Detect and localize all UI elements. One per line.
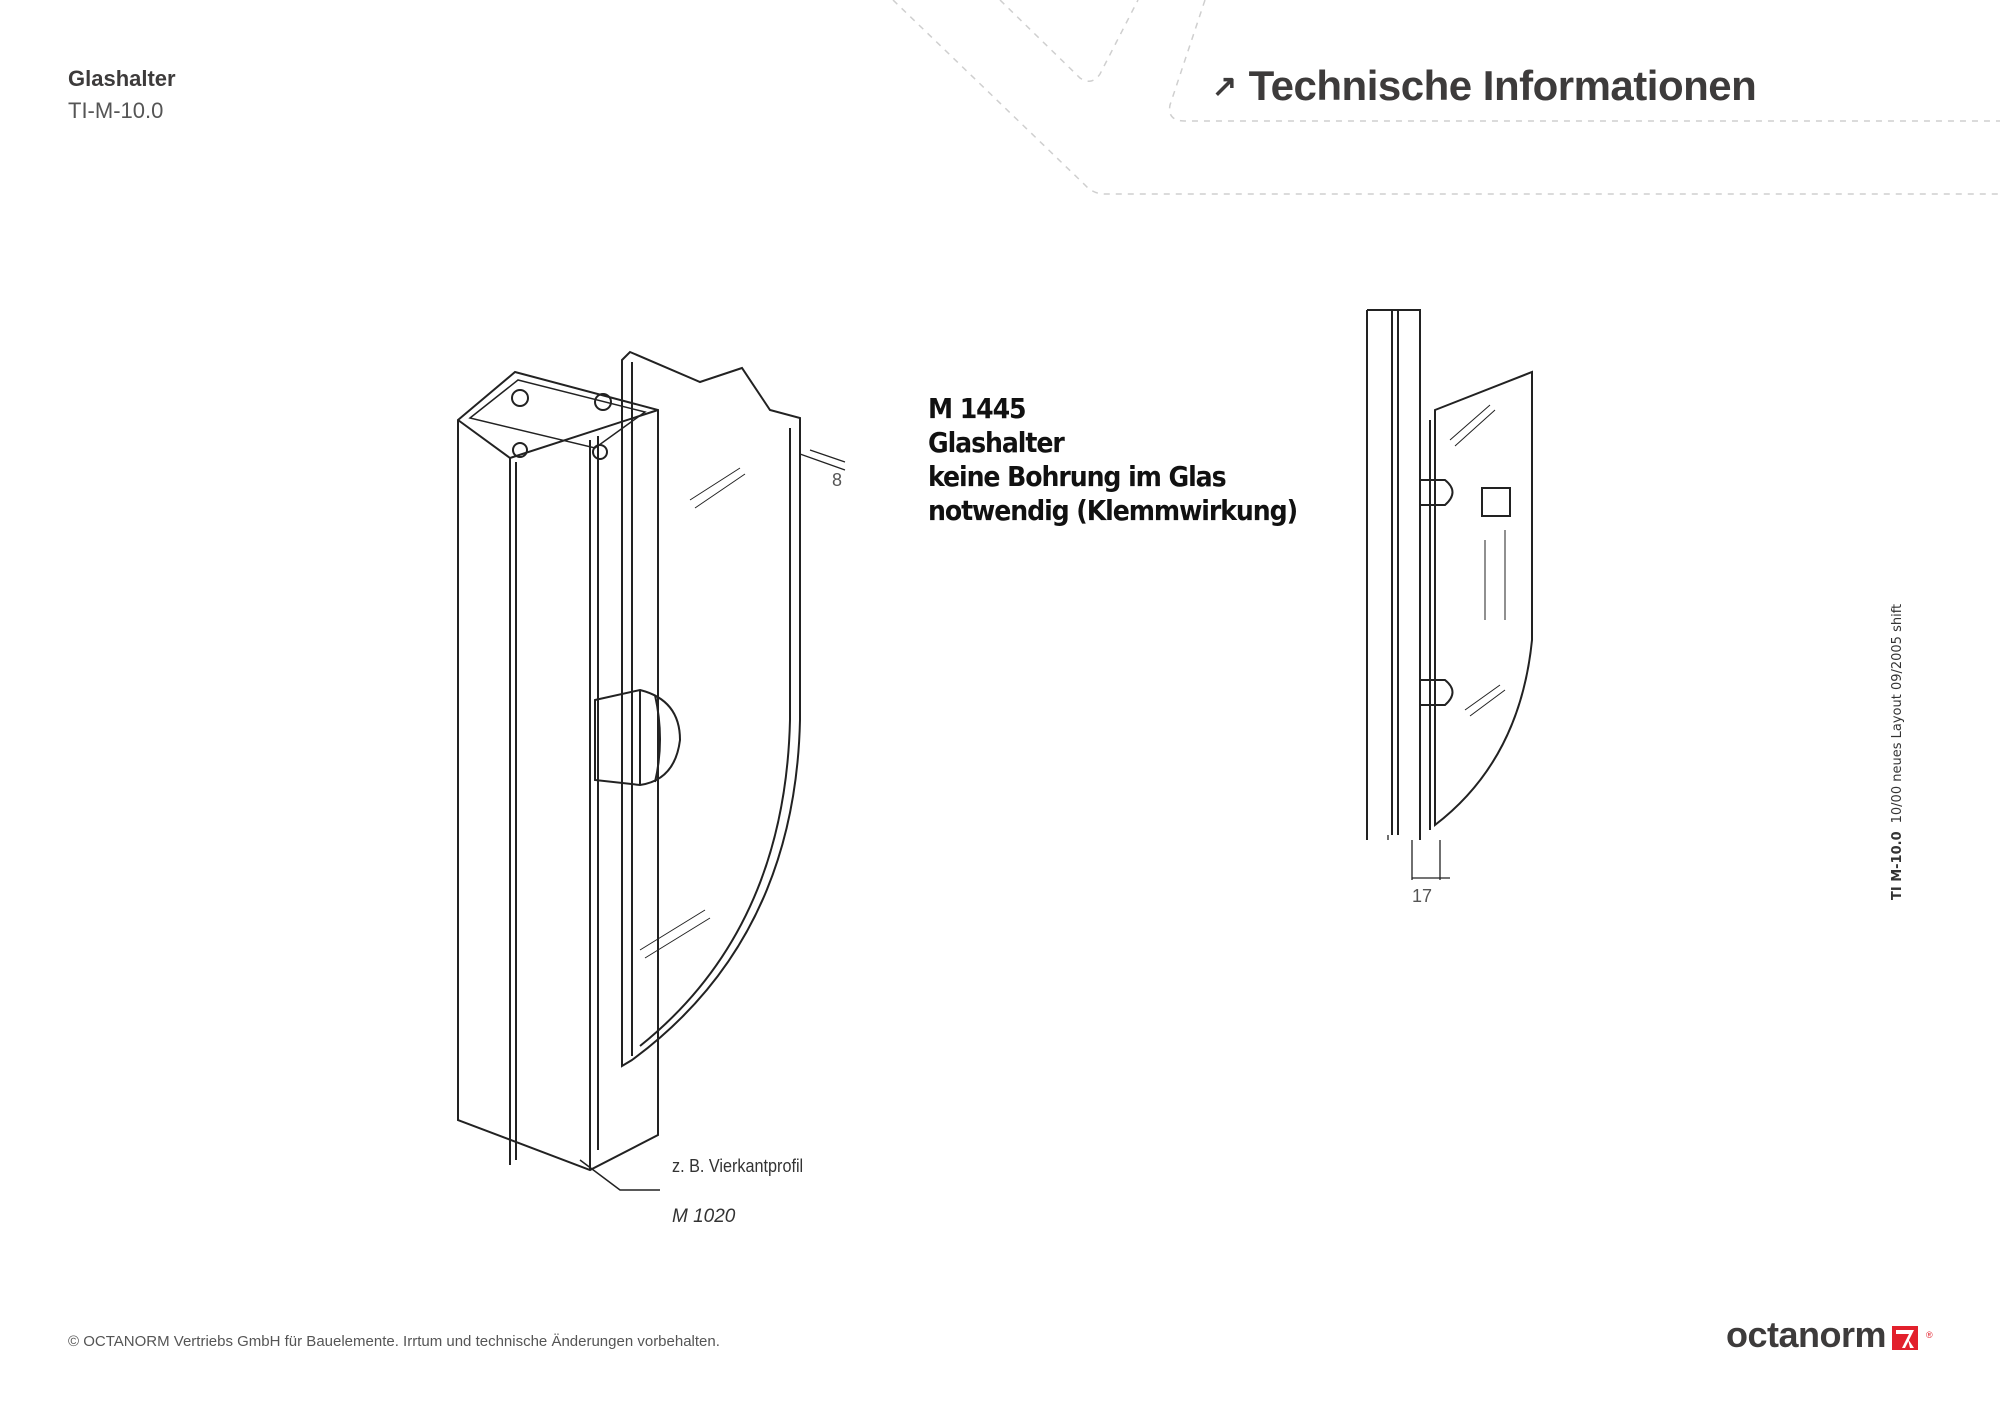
glass-clamp (594, 688, 682, 787)
footer-copyright: © OCTANORM Vertriebs GmbH für Bauelement… (68, 1333, 720, 1350)
product-code: M 1445 (928, 392, 1027, 425)
profile-label: z. B. Vierkantprofil (672, 1156, 804, 1176)
profile-code: M 1020 (672, 1206, 736, 1227)
side-view-profile (1366, 309, 1421, 840)
logo-text: octanorm (1726, 1314, 1887, 1355)
side-note: TI M-10.0 10/00 neues Layout 09/2005 shif… (1890, 604, 1905, 900)
section-title-text: Technische Informationen (1248, 62, 1757, 109)
profile-column (457, 370, 659, 1172)
glass-pane (621, 350, 801, 1068)
arrow-up-right-icon: ↗ (1212, 70, 1237, 103)
doc-code: TI-M-10.0 (68, 98, 164, 123)
registered-mark: ® (1926, 1330, 1933, 1340)
dimension-side: 17 (1412, 886, 1433, 906)
section-title: ↗ Technische Informationen (1212, 62, 1757, 110)
side-view-glass (1434, 370, 1533, 828)
side-note-code: TI M-10.0 (1890, 831, 1905, 900)
product-info: M 1445 Glashalter keine Bohrung im Glas … (928, 392, 1298, 528)
doc-title: Glashalter (68, 66, 176, 91)
side-note-text: 10/00 neues Layout 09/2005 shift (1890, 603, 1905, 824)
product-note-1: keine Bohrung im Glas (928, 460, 1227, 493)
product-name: Glashalter (928, 426, 1065, 459)
product-note-2: notwendig (Klemmwirkung) (928, 494, 1298, 527)
dimension-glass: 8 (832, 470, 843, 490)
octanorm-logo: octanorm ® (1726, 1314, 1933, 1356)
logo-mark-icon (1892, 1326, 1919, 1350)
